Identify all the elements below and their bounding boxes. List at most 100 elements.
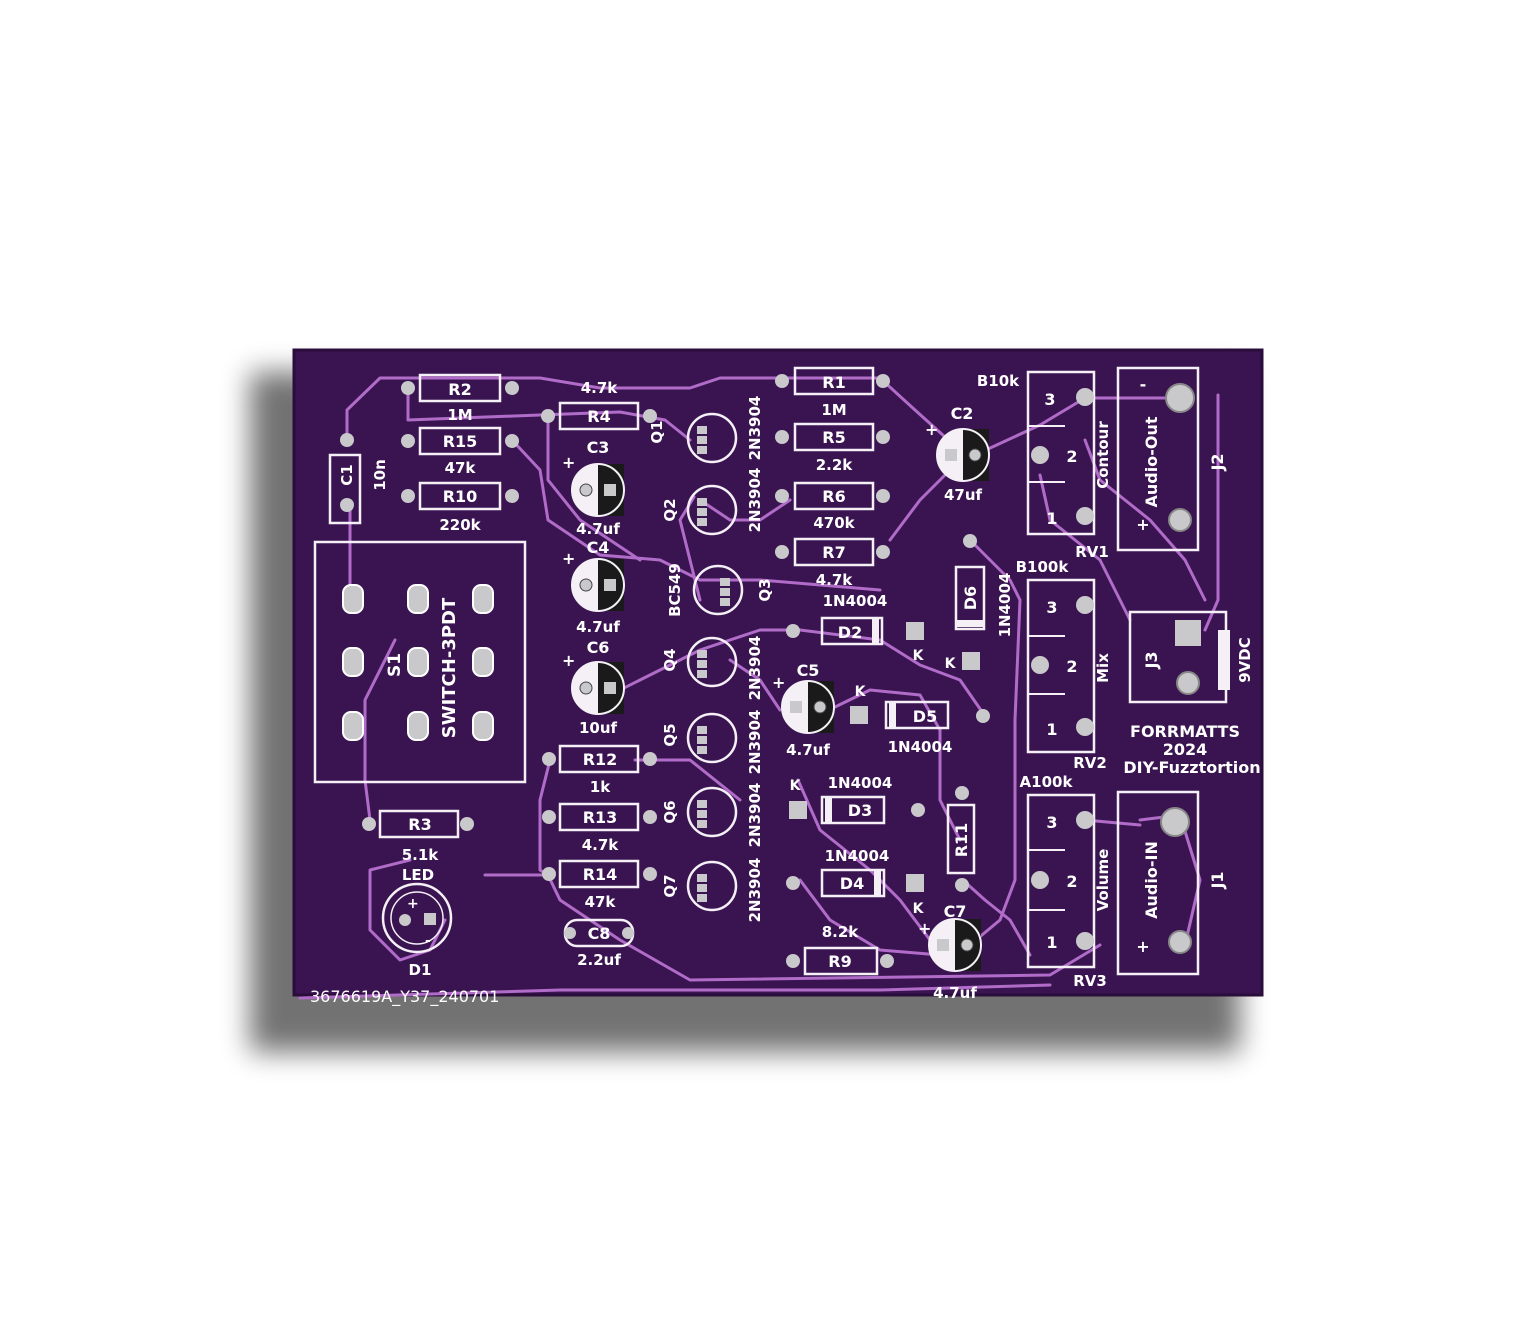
C6-label: C6	[587, 638, 610, 657]
Q5-part: 2N3904	[746, 710, 764, 775]
C1-value: 10n	[371, 459, 389, 491]
D4-K: K	[913, 901, 925, 917]
RV2-part: B100k	[1016, 558, 1070, 576]
C2-plus: +	[925, 420, 938, 439]
pot-RV1: 3 2 1 Contour B10k RV1	[977, 370, 1112, 561]
C4-label: C4	[587, 538, 610, 557]
R5-label: R5	[822, 428, 845, 447]
capacitor-C4: + C4 4.7uf	[562, 538, 625, 636]
Q1-part: 2N3904	[746, 396, 764, 461]
R4-value: 4.7k	[581, 379, 619, 397]
jack-J3: J3 9VDC	[1128, 610, 1254, 704]
R2-label: R2	[448, 380, 471, 399]
R12-value: 1k	[590, 778, 611, 796]
capacitor-C2: + C2 47uf	[925, 404, 990, 504]
diode-D4: D4 1N4004 K	[786, 847, 925, 917]
C3-value: 4.7uf	[576, 520, 620, 538]
Q5-label: Q5	[661, 723, 679, 746]
D2-K: K	[913, 648, 925, 664]
Q1-label: Q1	[648, 420, 666, 443]
R10-value: 220k	[439, 516, 481, 534]
Q2-label: Q2	[661, 498, 679, 521]
pcb-substrate	[292, 348, 1264, 997]
D1-plus: +	[407, 896, 419, 912]
D3-K: K	[790, 778, 802, 794]
S1-label: S1	[385, 653, 405, 677]
R7-label: R7	[822, 543, 845, 562]
R13-label: R13	[583, 808, 618, 827]
Q6-part: 2N3904	[746, 783, 764, 848]
R3-label: R3	[408, 815, 431, 834]
J2-name: Audio-Out	[1142, 416, 1161, 507]
D1-minus: -	[425, 933, 431, 949]
R14-label: R14	[583, 865, 618, 884]
D2-part: 1N4004	[823, 592, 888, 610]
Q3-label: Q3	[756, 578, 774, 601]
D4-part: 1N4004	[825, 847, 890, 865]
R14-value: 47k	[585, 893, 617, 911]
C7-value: 4.7uf	[933, 984, 977, 1002]
capacitor-C3: + C3 4.7uf	[562, 438, 625, 538]
R5-value: 2.2k	[816, 456, 854, 474]
resistor-R14: R14 47k	[542, 859, 657, 911]
RV2-pin3: 3	[1046, 598, 1057, 617]
led-D1: + - LED D1	[381, 866, 453, 979]
R15-label: R15	[443, 432, 478, 451]
resistor-R7: R7 4.7k	[775, 537, 890, 589]
RV1-pin3: 3	[1044, 390, 1055, 409]
R9-label: R9	[828, 952, 851, 971]
C5-label: C5	[797, 661, 820, 680]
RV3-name: Volume	[1094, 849, 1112, 912]
diode-D6: D6 1N4004 K	[945, 534, 1014, 672]
C3-label: C3	[587, 438, 610, 457]
C6-plus: +	[562, 651, 575, 670]
C7-plus: +	[918, 919, 931, 938]
RV3-pin1: 1	[1046, 933, 1057, 952]
transistors	[686, 412, 744, 912]
J1-plus: +	[1136, 937, 1149, 956]
resistor-R2: R2 1M	[401, 373, 519, 424]
D1-led-label: LED	[402, 866, 434, 884]
jack-J2: Audio-Out J2 + -	[1116, 366, 1227, 552]
J1-name: Audio-IN	[1142, 841, 1161, 919]
diode-D3: D3 1N4004 K	[789, 774, 925, 825]
C5-value: 4.7uf	[786, 741, 830, 759]
serial-number: 3676619A_Y37_240701	[310, 987, 499, 1007]
C7-label: C7	[944, 902, 967, 921]
capacitor-C6: + C6 10uf	[562, 638, 625, 737]
RV2-name: Mix	[1094, 653, 1112, 683]
R6-value: 470k	[813, 514, 855, 532]
capacitor-C5: + C5 4.7uf	[772, 661, 835, 759]
C2-label: C2	[951, 404, 974, 423]
resistor-R15: R15 47k	[401, 426, 519, 477]
resistor-R11: R11	[946, 786, 976, 892]
diode-D5: D5 1N4004 K	[850, 684, 990, 756]
D5-part: 1N4004	[888, 738, 953, 756]
RV2-pin1: 1	[1046, 720, 1057, 739]
capacitor-C1: C1 10n	[328, 433, 389, 525]
C1-label: C1	[338, 464, 356, 485]
jack-J1: Audio-IN J1 +	[1116, 790, 1227, 976]
resistor-R1: R1 1M	[775, 366, 890, 419]
D4-label: D4	[840, 874, 864, 893]
C2-value: 47uf	[944, 486, 983, 504]
J2-minus: -	[1140, 375, 1147, 394]
D6-label: D6	[961, 586, 980, 610]
D1-label: D1	[409, 961, 432, 979]
year-label: 2024	[1163, 740, 1208, 759]
resistor-R12: R12 1k	[542, 744, 657, 796]
RV1-pin1: 1	[1046, 509, 1057, 528]
RV2-label: RV2	[1073, 754, 1107, 772]
D5-K: K	[855, 684, 867, 700]
project-label: DIY-Fuzztortion	[1123, 758, 1260, 777]
J2-label: J2	[1208, 453, 1227, 471]
D3-label: D3	[848, 801, 872, 820]
RV3-label: RV3	[1073, 972, 1107, 990]
RV2-pin2: 2	[1066, 657, 1077, 676]
Q4-label: Q4	[661, 648, 679, 671]
diode-D2: D2 1N4004 K	[786, 592, 925, 664]
R3-value: 5.1k	[402, 846, 440, 864]
Q3-part: BC549	[666, 563, 684, 617]
R13-value: 4.7k	[582, 836, 620, 854]
